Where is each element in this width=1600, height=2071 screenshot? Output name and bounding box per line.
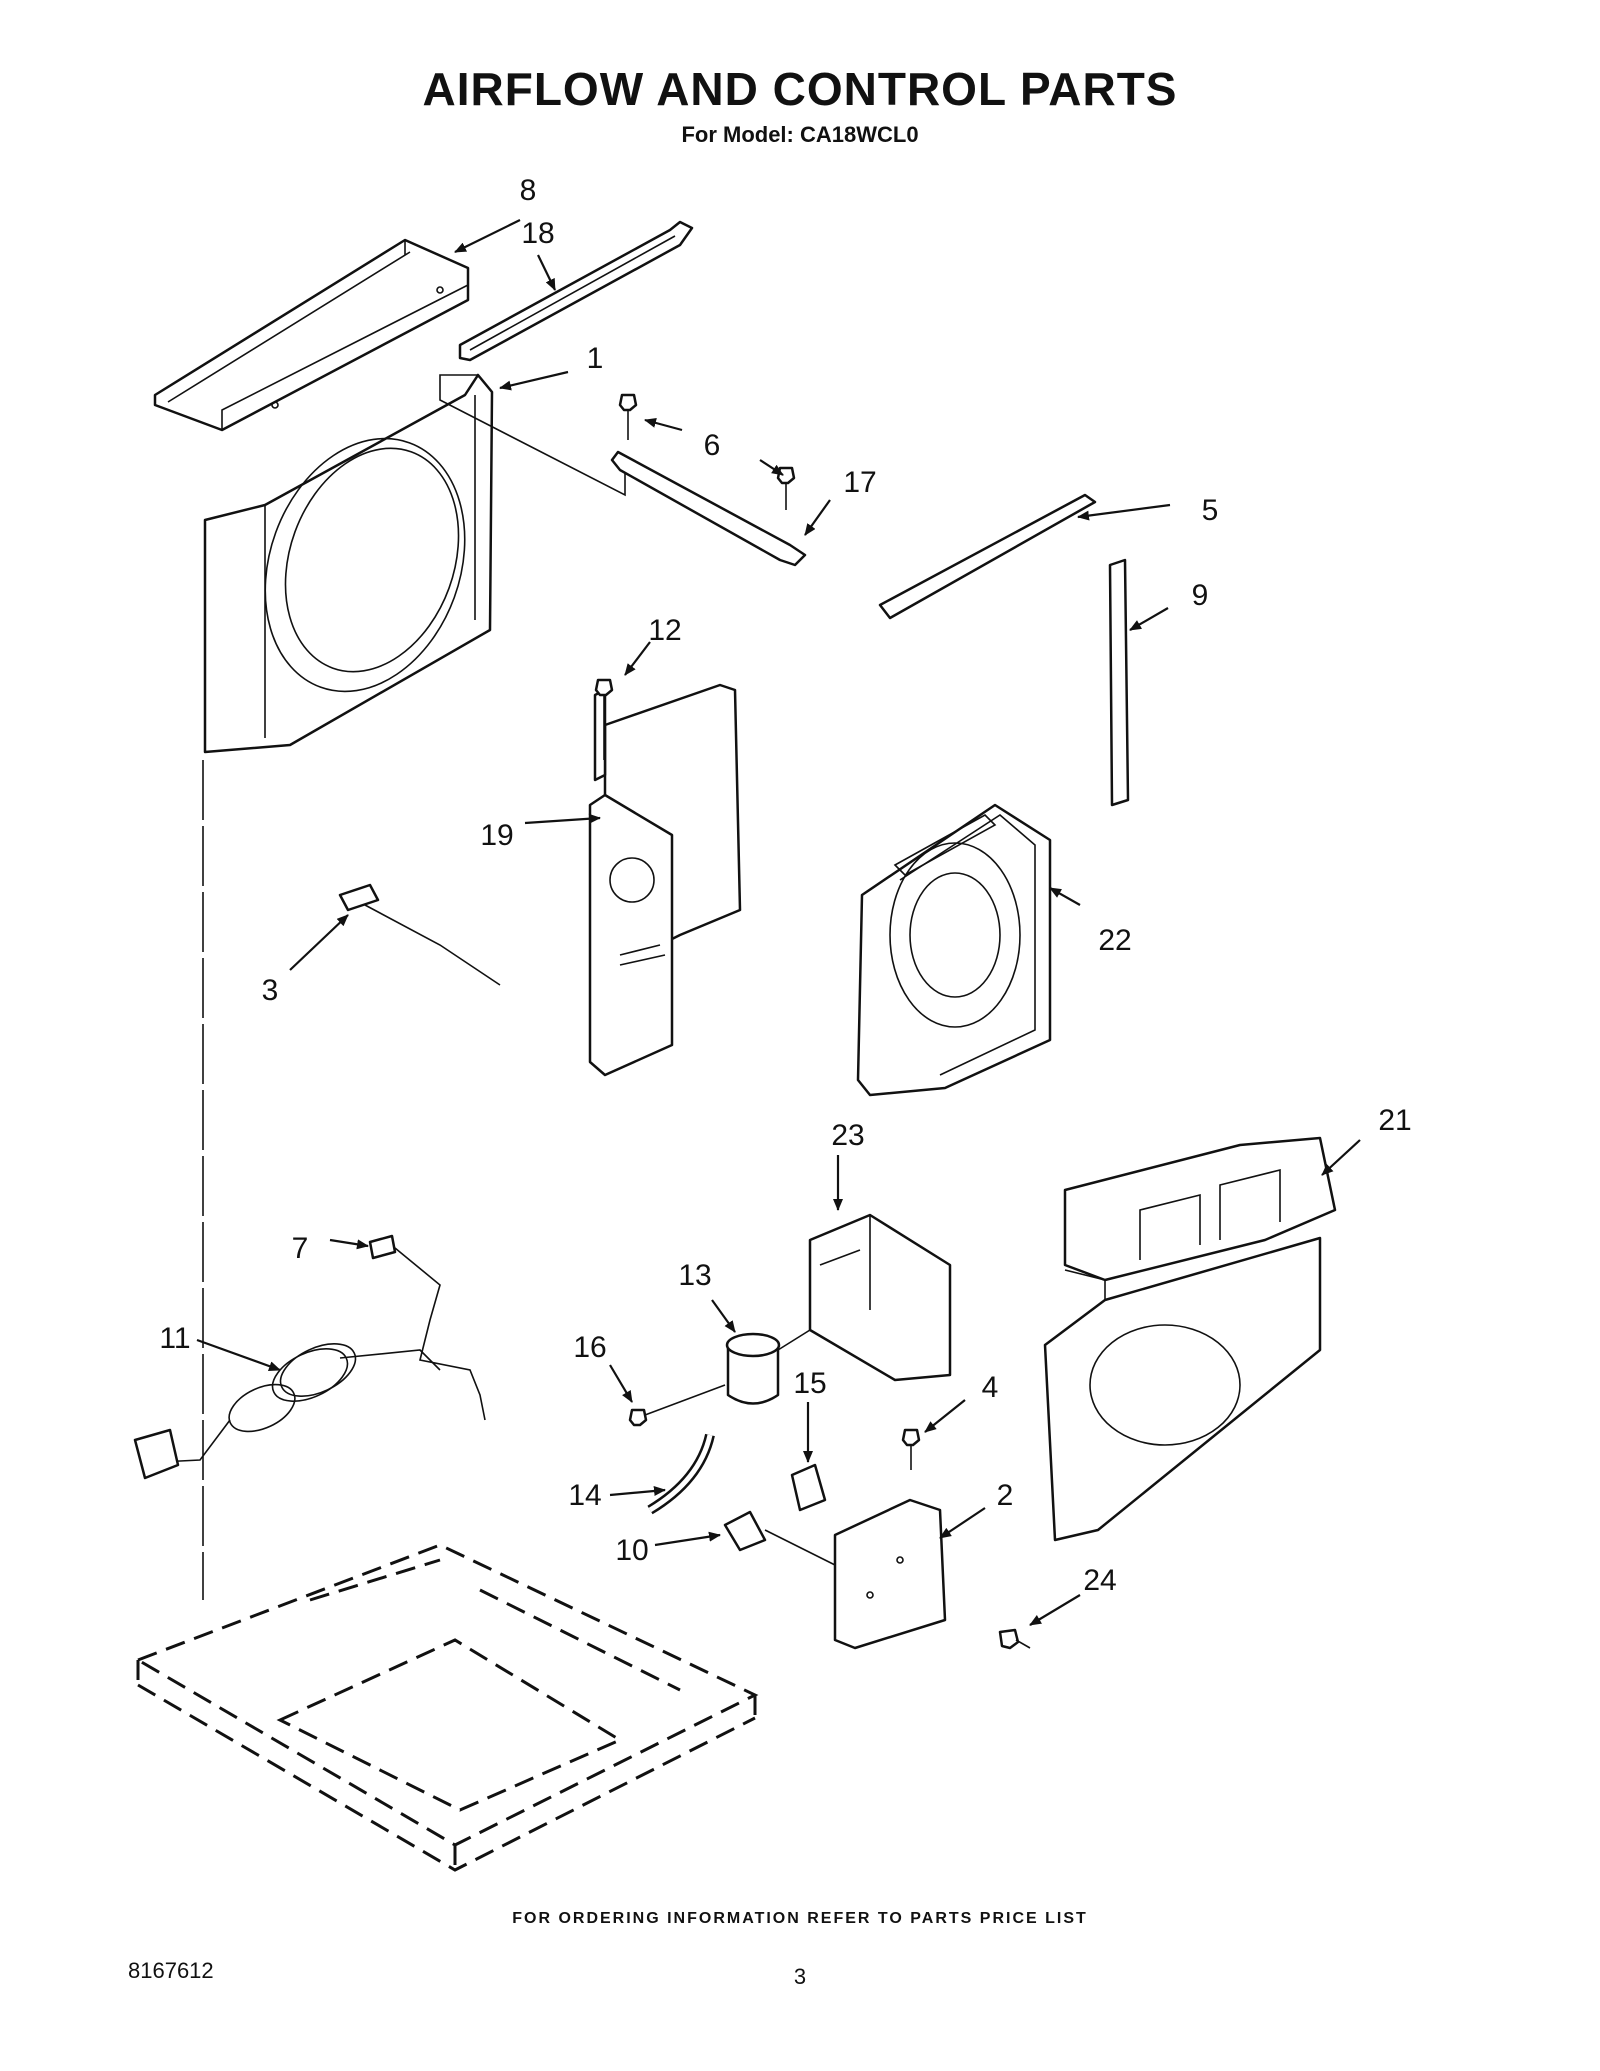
part-13-capacitor [725, 1329, 811, 1405]
callout-18: 18 [521, 217, 554, 250]
callout-22: 22 [1098, 924, 1131, 957]
part-22-scroll [856, 803, 1052, 1097]
callout-19: 19 [480, 819, 513, 852]
part-23-bracket [808, 1213, 952, 1382]
page-title: AIRFLOW AND CONTROL PARTS [422, 63, 1178, 115]
part-6-screws [618, 393, 796, 510]
callout-leaders [196, 219, 1361, 1626]
callout-12: 12 [648, 614, 681, 647]
part-1-shroud [203, 373, 626, 754]
base-pan-outline [134, 1543, 759, 1872]
callout-5: 5 [1202, 494, 1219, 527]
callout-8: 8 [520, 174, 537, 207]
page-number: 3 [793, 1964, 807, 1989]
part-12-screw [594, 678, 614, 760]
part-3-sensor [338, 883, 501, 986]
part-21-duct [1043, 1136, 1337, 1542]
callout-labels: 8 18 1 6 17 5 9 12 19 22 3 23 21 7 13 11… [159, 174, 1411, 1597]
callout-2: 2 [997, 1479, 1014, 1512]
part-5-seal [878, 493, 1097, 620]
callout-6: 6 [704, 429, 721, 462]
callout-24: 24 [1083, 1564, 1116, 1597]
document-number: 8167612 [128, 1958, 214, 1983]
callout-7: 7 [292, 1232, 309, 1265]
callout-11: 11 [159, 1322, 190, 1355]
callout-10: 10 [615, 1534, 648, 1567]
callout-15: 15 [793, 1367, 826, 1400]
callout-4: 4 [982, 1371, 999, 1404]
ordering-note: FOR ORDERING INFORMATION REFER TO PARTS … [512, 1910, 1088, 1927]
part-2-control-bracket [833, 1498, 947, 1650]
callout-21: 21 [1378, 1104, 1411, 1137]
part-10-relay [723, 1510, 846, 1571]
part-17-brace [610, 450, 807, 567]
part-19-motor-mount [588, 683, 742, 1077]
part-14-hose [647, 1433, 715, 1515]
callout-17: 17 [843, 466, 876, 499]
part-16-screw [628, 1384, 726, 1427]
part-15-switch [790, 1463, 827, 1512]
callout-9: 9 [1192, 579, 1209, 612]
callout-14: 14 [568, 1479, 601, 1512]
callout-3: 3 [262, 974, 279, 1007]
callout-16: 16 [573, 1331, 606, 1364]
callout-1: 1 [587, 342, 604, 375]
part-18-strip [458, 220, 694, 362]
part-11-power-cord [133, 1234, 486, 1480]
callout-13: 13 [678, 1259, 711, 1292]
part-9-seal [1108, 558, 1130, 807]
part-4-screw [901, 1428, 921, 1470]
part-24-screw [998, 1628, 1031, 1650]
model-subtitle: For Model: CA18WCL0 [681, 122, 919, 147]
callout-23: 23 [831, 1119, 864, 1152]
part-8-top-cover [153, 238, 470, 432]
